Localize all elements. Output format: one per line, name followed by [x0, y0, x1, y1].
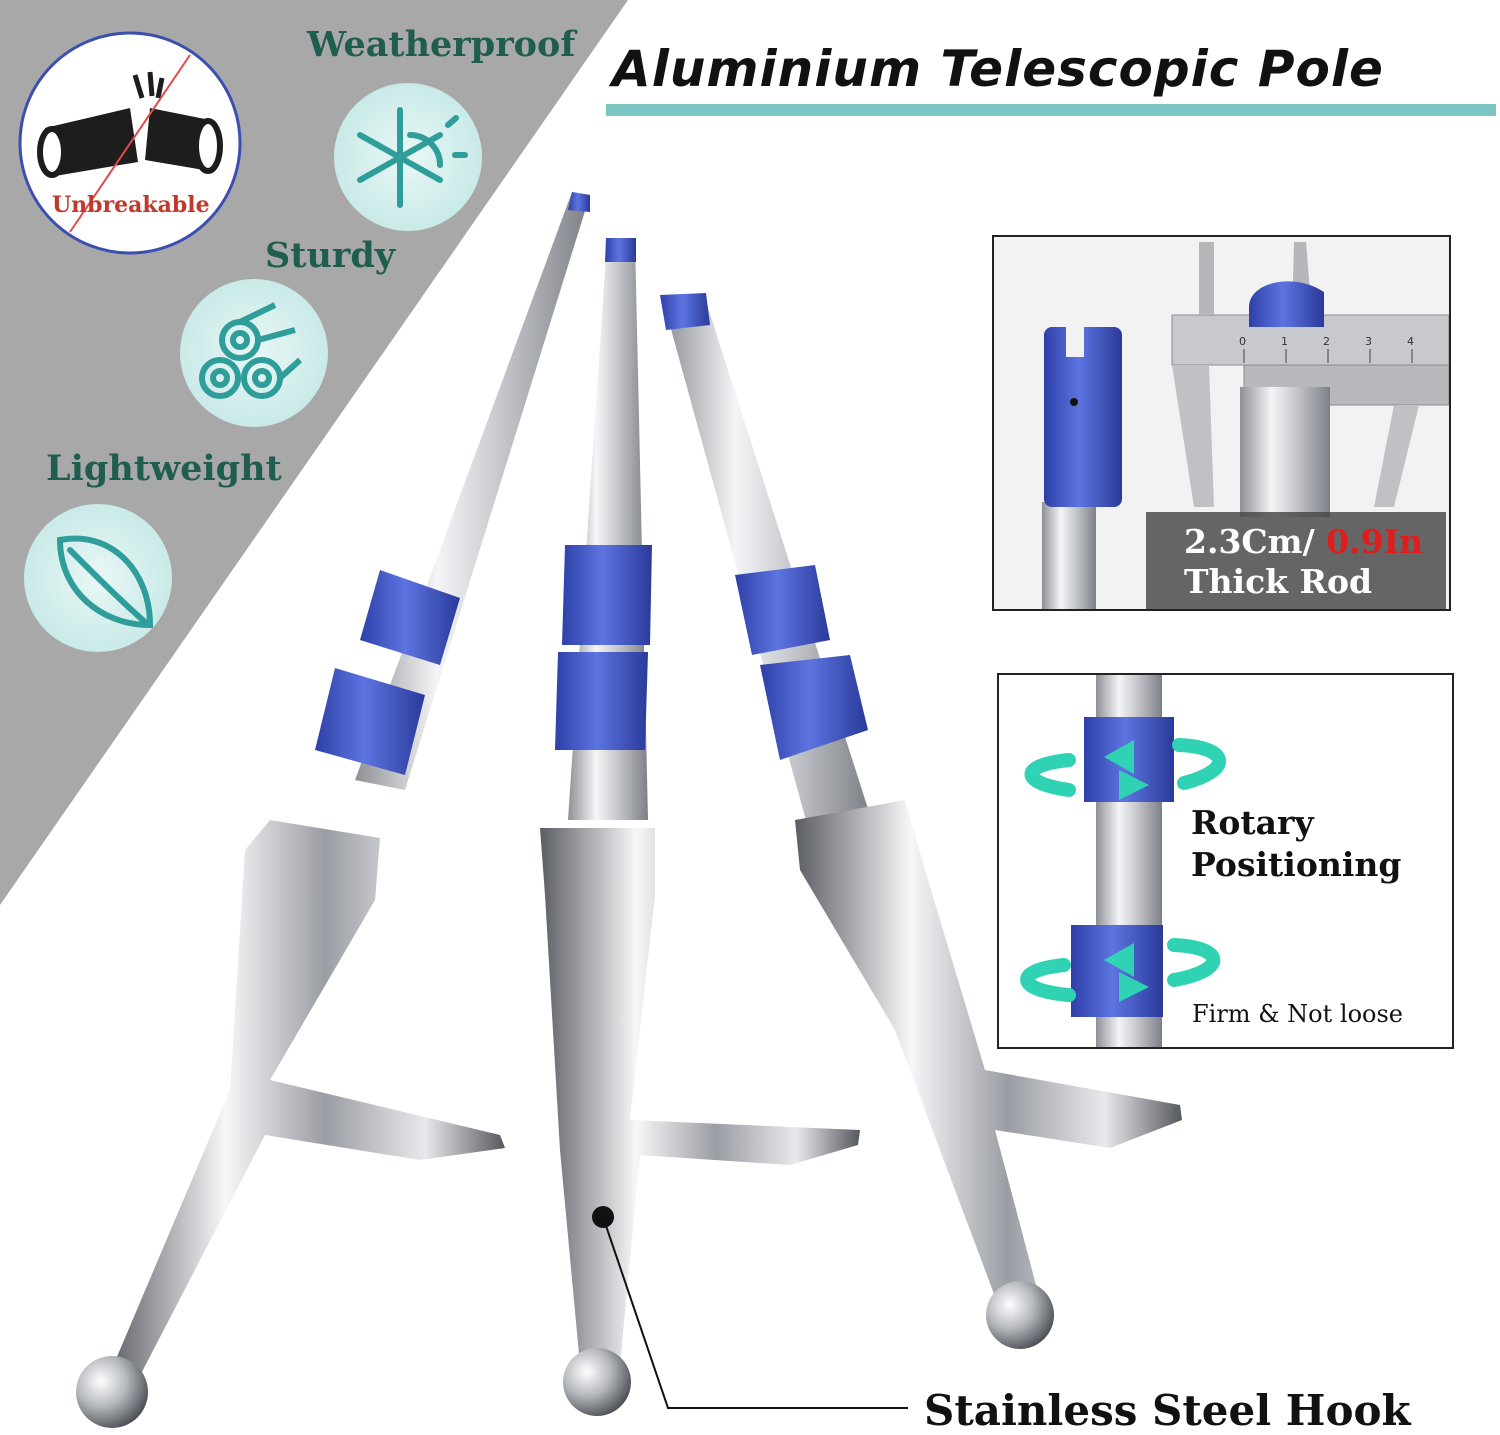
page-title: Aluminium Telescopic Pole	[612, 40, 1384, 98]
lock-ring	[760, 655, 868, 760]
lock-ring	[562, 545, 652, 645]
sturdy-label: Sturdy	[265, 235, 396, 276]
pole-left	[76, 192, 590, 1428]
lock-ring	[735, 565, 830, 655]
thick-rod-caption: 2.3Cm/ 0.9In Thick Rod	[1146, 512, 1446, 609]
scale-2: 2	[1323, 335, 1330, 348]
unbreakable-icon	[18, 31, 242, 255]
thick-rod-panel: 0 1 2 3 4 2.3Cm/ 0.9In Thick Rod	[992, 235, 1451, 611]
thick-rod-label: Thick Rod	[1184, 562, 1373, 601]
rod-diameter-in: 0.9In	[1326, 522, 1423, 561]
scale-4: 4	[1407, 335, 1414, 348]
lock-ring	[315, 668, 425, 775]
steel-hook	[795, 800, 1182, 1310]
lock-ring	[1071, 925, 1163, 1017]
rod-diameter-cm: 2.3Cm/	[1184, 522, 1315, 561]
rod-diameter: 2.3Cm/ 0.9In	[1184, 522, 1423, 561]
rotate-arrows-icon	[1020, 738, 1226, 1002]
snowflake-sun-icon	[357, 107, 468, 208]
lightweight-label: Lightweight	[46, 448, 282, 489]
lock-ring	[360, 570, 460, 665]
title-underline	[606, 104, 1496, 116]
steel-hook	[105, 820, 505, 1395]
logs-icon	[199, 302, 303, 399]
unbreakable-label: Unbreakable	[52, 192, 210, 218]
firm-note: Firm & Not loose	[1192, 1000, 1403, 1028]
scale-0: 0	[1239, 335, 1246, 348]
callout-line	[602, 1216, 908, 1409]
rotary-photo	[999, 675, 1452, 1047]
scale-1: 1	[1281, 335, 1288, 348]
broken-pipe-icon	[37, 71, 223, 178]
positioning-label: Positioning	[1191, 845, 1402, 884]
steel-hook	[540, 828, 860, 1365]
pole-right	[660, 293, 1182, 1349]
rotary-panel: Rotary Positioning Firm & Not loose	[997, 673, 1454, 1049]
lightweight-icon	[24, 504, 172, 652]
sturdy-icon	[180, 279, 328, 427]
scale-3: 3	[1365, 335, 1372, 348]
weatherproof-icon	[334, 83, 482, 231]
rotary-label: Rotary	[1191, 803, 1314, 842]
pole-middle	[540, 238, 908, 1416]
leaf-icon	[56, 535, 154, 629]
stainless-hook-label: Stainless Steel Hook	[924, 1386, 1411, 1435]
lock-ring	[555, 652, 648, 750]
weatherproof-label: Weatherproof	[307, 24, 576, 65]
